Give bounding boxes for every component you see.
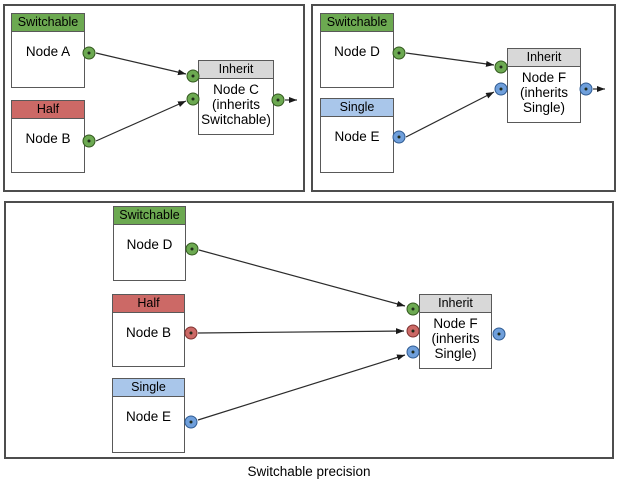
node-e-label: Node E — [125, 409, 172, 424]
node-e-label: Node E — [334, 129, 380, 144]
node-e-header: Single — [113, 379, 184, 397]
node-b-header: Half — [12, 101, 84, 119]
node-b-label: Node B — [125, 325, 172, 340]
port-node-f-input-2 — [406, 324, 420, 338]
port-node-c-output-dot — [276, 98, 280, 102]
node-d-header: Switchable — [114, 207, 185, 225]
port-node-e-output-dot — [189, 420, 193, 424]
port-node-e-output-dot — [397, 135, 401, 139]
port-node-f-input-1 — [494, 60, 508, 74]
port-node-c-input-2 — [186, 92, 200, 106]
port-node-c-input-2-dot — [191, 97, 195, 101]
port-node-f-input-2 — [494, 82, 508, 96]
port-node-f-output-dot — [497, 332, 501, 336]
node-a-label: Node A — [25, 44, 71, 59]
port-node-f-input-2-dot — [411, 329, 415, 333]
port-node-f-input-1 — [406, 302, 420, 316]
port-node-e-output — [392, 130, 406, 144]
panel-combined-inherits-single — [4, 201, 614, 459]
node-a-header: Switchable — [12, 14, 84, 32]
port-node-f-input-3-dot — [411, 350, 415, 354]
node-d-label: Node D — [126, 237, 173, 252]
port-node-f-output — [579, 82, 593, 96]
port-node-d-output — [392, 46, 406, 60]
port-node-b-output-dot — [189, 331, 193, 335]
port-node-f-input-3 — [406, 345, 420, 359]
node-e-header: Single — [321, 99, 393, 117]
port-node-d-output-dot — [397, 51, 401, 55]
port-node-b-output — [82, 134, 96, 148]
port-node-b-output-dot — [87, 139, 91, 143]
port-node-c-input-1-dot — [191, 74, 195, 78]
port-node-e-output — [184, 415, 198, 429]
port-node-f-input-1-dot — [411, 307, 415, 311]
port-node-c-output — [271, 93, 285, 107]
port-node-b-output — [184, 326, 198, 340]
node-b-header: Half — [113, 295, 184, 313]
node-d-label: Node D — [334, 44, 380, 59]
port-node-f-input-2-dot — [499, 87, 503, 91]
port-node-f-output-dot — [584, 87, 588, 91]
port-node-d-output-dot — [190, 247, 194, 251]
node-f-header: Inherit — [420, 295, 491, 313]
node-b-label: Node B — [25, 131, 71, 146]
node-d-header: Switchable — [321, 14, 393, 32]
port-node-f-output — [492, 327, 506, 341]
port-node-a-output — [82, 46, 96, 60]
port-node-d-output — [185, 242, 199, 256]
node-c-header: Inherit — [199, 61, 273, 79]
port-node-f-input-1-dot — [499, 65, 503, 69]
figure-caption: Switchable precision — [247, 464, 371, 479]
port-node-c-input-1 — [186, 69, 200, 83]
node-f-header: Inherit — [508, 49, 580, 67]
port-node-a-output-dot — [87, 51, 91, 55]
